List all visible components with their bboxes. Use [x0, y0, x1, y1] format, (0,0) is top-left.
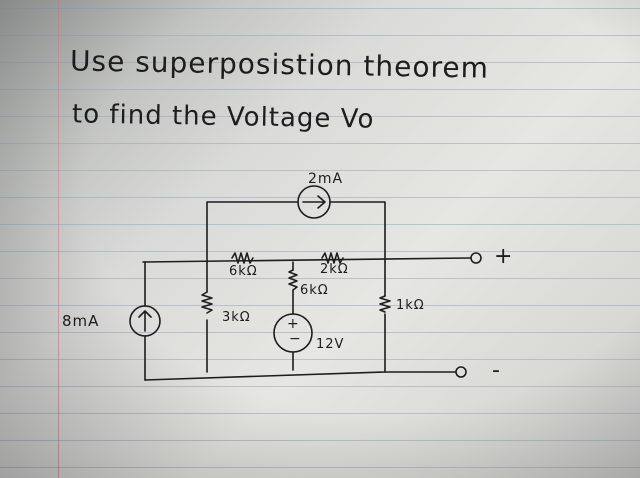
- ruled-line: [0, 35, 640, 36]
- ruled-line: [0, 440, 640, 441]
- label-3k: 3kΩ: [222, 310, 251, 325]
- ruled-line: [0, 116, 640, 117]
- label-8ma: 8mA: [62, 312, 100, 330]
- ruled-line: [0, 251, 640, 252]
- margin-line: [58, 0, 59, 478]
- ruled-line: [0, 278, 640, 279]
- current-source-8ma-arrow: [138, 310, 152, 332]
- ruled-line: [0, 8, 640, 9]
- resistor-1k-vertical: [379, 295, 391, 313]
- resistor-6k-series: [231, 252, 254, 264]
- ruled-line: [0, 170, 640, 171]
- ruled-line: [0, 413, 640, 414]
- ruled-line: [0, 332, 640, 333]
- label-12v: 12V: [316, 337, 345, 352]
- label-1k: 1kΩ: [396, 298, 425, 313]
- output-terminal-minus: [455, 366, 467, 378]
- resistor-2k-series: [321, 252, 344, 264]
- label-2k-series: 2kΩ: [320, 262, 349, 277]
- ruled-line: [0, 386, 640, 387]
- vo-minus-label: -: [492, 358, 501, 383]
- voltage-source-plus-sign: +: [287, 316, 300, 332]
- ruled-line: [0, 224, 640, 225]
- voltage-source-minus-sign: −: [289, 331, 302, 347]
- current-source-2ma: [297, 185, 331, 219]
- label-6k-series: 6kΩ: [229, 264, 258, 279]
- output-terminal-plus: [470, 252, 482, 264]
- ruled-line: [0, 305, 640, 306]
- resistor-3k-vertical: [201, 291, 213, 314]
- current-source-8ma: [129, 305, 161, 337]
- vo-plus-label: +: [494, 244, 514, 269]
- ruled-line: [0, 143, 640, 144]
- resistor-6k-vertical: [288, 269, 298, 291]
- voltage-source-12v: [273, 313, 313, 353]
- top-wire: [206, 201, 386, 263]
- wires: [142, 201, 471, 381]
- ruled-line: [0, 62, 640, 63]
- bottom-wire: [144, 371, 456, 381]
- ruled-line: [0, 467, 640, 468]
- ruled-line: [0, 359, 640, 360]
- label-2ma: 2mA: [308, 171, 344, 187]
- ruled-line: [0, 89, 640, 90]
- current-source-2ma-arrow: [302, 195, 326, 209]
- label-6k-vertical: 6kΩ: [300, 283, 329, 298]
- middle-node-wire: [142, 257, 471, 263]
